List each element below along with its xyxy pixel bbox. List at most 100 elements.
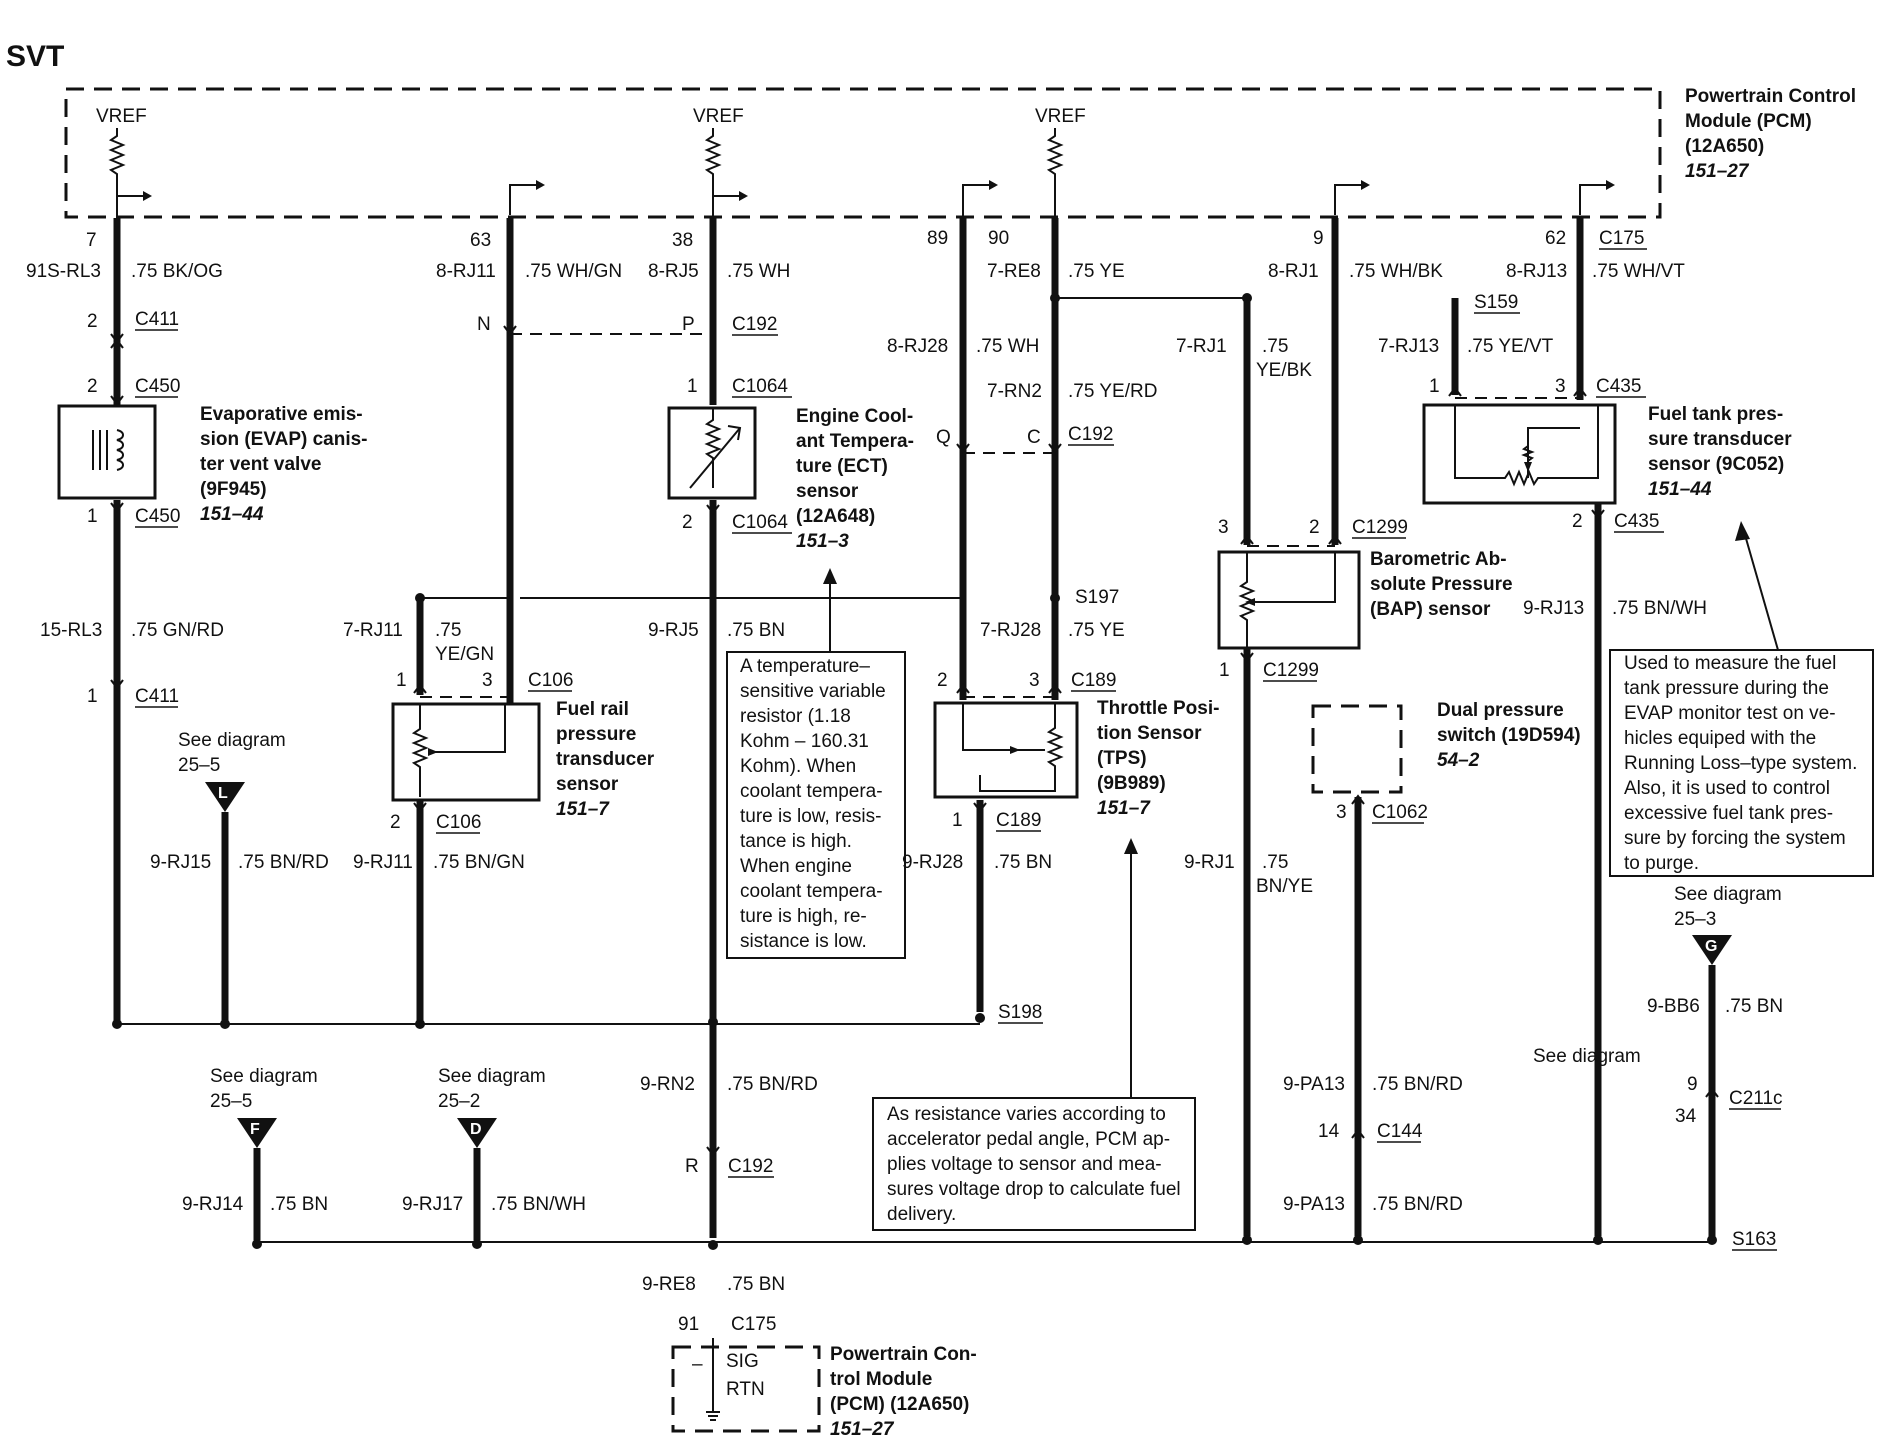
ect-circuit: 8-RJ5 .75 WH P C192 1 C1064 2 C1064 9-RJ… — [520, 218, 963, 1335]
svg-text:.75 WH/BK: .75 WH/BK — [1349, 261, 1443, 282]
svg-text:(BAP) sensor: (BAP) sensor — [1370, 599, 1491, 620]
svg-text:ture is high, re-: ture is high, re- — [740, 906, 867, 927]
svg-text:C192: C192 — [1068, 424, 1113, 445]
svg-text:YE/BK: YE/BK — [1256, 360, 1312, 381]
svg-text:151–44: 151–44 — [200, 504, 264, 525]
svg-text:.75 YE/RD: .75 YE/RD — [1068, 381, 1157, 402]
svg-text:sures voltage drop to calculat: sures voltage drop to calculate fuel — [887, 1179, 1181, 1200]
svg-text:3: 3 — [1555, 376, 1566, 397]
svg-text:VREF: VREF — [96, 106, 147, 127]
pcm-bottom: – SIG RTN Powertrain Con- trol Module (P… — [671, 1338, 977, 1440]
svg-text:sensor: sensor — [556, 774, 619, 795]
svg-text:resistor (1.18: resistor (1.18 — [740, 706, 851, 727]
svg-text:pressure: pressure — [556, 724, 636, 745]
svg-text:25–3: 25–3 — [1674, 909, 1716, 930]
vref-resistor: VREF — [1035, 106, 1086, 224]
svg-text:9-RJ5: 9-RJ5 — [648, 620, 699, 641]
svg-text:.75 BN/GN: .75 BN/GN — [433, 852, 525, 873]
svg-text:151–44: 151–44 — [1648, 479, 1712, 500]
dual-pressure-switch: Dual pressure switch (19D594) 54–2 3 C10… — [1283, 700, 1581, 1245]
svg-text:sure transducer: sure transducer — [1648, 429, 1792, 450]
bap-label: Barometric Ab- solute Pressure (BAP) sen… — [1370, 549, 1513, 620]
ref-L: See diagram 25–5 L 9-RJ15 .75 BN/RD — [150, 730, 329, 1029]
svg-text:63: 63 — [470, 230, 491, 251]
svg-text:7-RJ13: 7-RJ13 — [1378, 336, 1439, 357]
svg-text:transducer: transducer — [556, 749, 655, 770]
svg-text:C144: C144 — [1377, 1121, 1423, 1142]
ref-F: See diagram 25–5 F 9-RJ14 .75 BN — [182, 1066, 328, 1249]
svg-text:.75 BN: .75 BN — [727, 620, 785, 641]
ref-G: See diagram 25–3 G 9-BB6 .75 BN 9 C211c … — [1647, 884, 1783, 1251]
svg-text:7-RJ1: 7-RJ1 — [1176, 336, 1227, 357]
svg-text:C435: C435 — [1596, 376, 1641, 397]
svg-text:1: 1 — [396, 670, 407, 691]
svg-text:S159: S159 — [1474, 292, 1518, 313]
svg-text:Fuel tank pres-: Fuel tank pres- — [1648, 404, 1783, 425]
svg-text:.75 BN: .75 BN — [727, 1274, 785, 1295]
fuel-tank-circuit: 8-RJ13 .75 WH/VT S159 7-RJ13 .75 YE/VT 1… — [1244, 218, 1707, 1245]
svg-text:.75 BN: .75 BN — [270, 1194, 328, 1215]
svg-text:C189: C189 — [1071, 670, 1116, 691]
svg-text:Used to measure the fuel: Used to measure the fuel — [1624, 653, 1836, 674]
svg-text:See diagram: See diagram — [1674, 884, 1782, 905]
svg-text:.75 BN/RD: .75 BN/RD — [238, 852, 329, 873]
svg-text:.75 WH: .75 WH — [976, 336, 1039, 357]
svg-text:.75 BN: .75 BN — [994, 852, 1052, 873]
svg-text:VREF: VREF — [693, 106, 744, 127]
svg-text:8-RJ11: 8-RJ11 — [436, 261, 496, 282]
svg-text:C1064: C1064 — [732, 512, 788, 533]
svg-text:25–5: 25–5 — [178, 755, 220, 776]
svg-text:Barometric Ab-: Barometric Ab- — [1370, 549, 1507, 570]
svg-text:9-RJ17: 9-RJ17 — [402, 1194, 463, 1215]
svg-text:See diagram: See diagram — [210, 1066, 318, 1087]
svg-text:sensitive variable: sensitive variable — [740, 681, 886, 702]
svg-text:excessive fuel tank pres-: excessive fuel tank pres- — [1624, 803, 1833, 824]
ref-D: See diagram 25–2 D 9-RJ17 .75 BN/WH — [402, 1066, 586, 1249]
svg-text:9-RJ11: 9-RJ11 — [353, 852, 413, 873]
svg-text:Q: Q — [936, 427, 951, 448]
svg-text:C450: C450 — [135, 376, 180, 397]
svg-text:2: 2 — [682, 512, 693, 533]
svg-text:91: 91 — [678, 1314, 699, 1335]
svg-text:54–2: 54–2 — [1437, 750, 1480, 771]
svg-text:9-RJ14: 9-RJ14 — [182, 1194, 244, 1215]
svg-text:ant Tempera-: ant Tempera- — [796, 431, 914, 452]
svg-text:90: 90 — [988, 228, 1009, 249]
svg-text:.75 BN/WH: .75 BN/WH — [1612, 598, 1707, 619]
svg-text:9: 9 — [1687, 1074, 1698, 1095]
svg-text:Engine Cool-: Engine Cool- — [796, 406, 913, 427]
svg-text:G: G — [1705, 938, 1717, 955]
svg-text:Running Loss–type system.: Running Loss–type system. — [1624, 753, 1857, 774]
svg-text:Throttle Posi-: Throttle Posi- — [1097, 698, 1219, 719]
svg-text:.75 BN/RD: .75 BN/RD — [1372, 1074, 1463, 1095]
ect-sensor-symbol — [667, 406, 757, 500]
svg-text:S163: S163 — [1732, 1229, 1776, 1250]
svg-text:ture (ECT): ture (ECT) — [796, 456, 888, 477]
svg-text:25–2: 25–2 — [438, 1091, 480, 1112]
svg-text:sure by forcing the system: sure by forcing the system — [1624, 828, 1846, 849]
svg-text:.75 YE/VT: .75 YE/VT — [1467, 336, 1554, 357]
svg-text:C450: C450 — [135, 506, 180, 527]
svg-text:.75: .75 — [1262, 336, 1288, 357]
svg-text:coolant tempera-: coolant tempera- — [740, 881, 883, 902]
svg-text:Kohm). When: Kohm). When — [740, 756, 856, 777]
svg-text:See diagram: See diagram — [178, 730, 286, 751]
svg-text:C175: C175 — [731, 1314, 776, 1335]
svg-text:34: 34 — [1675, 1106, 1697, 1127]
svg-text:N: N — [477, 314, 491, 335]
svg-text:When engine: When engine — [740, 856, 852, 877]
fuel-tank-sensor-symbol — [1422, 403, 1617, 505]
svg-text:Kohm – 160.31: Kohm – 160.31 — [740, 731, 869, 752]
ground-bus — [117, 1023, 1712, 1243]
svg-text:C435: C435 — [1614, 511, 1659, 532]
svg-text:8-RJ1: 8-RJ1 — [1268, 261, 1319, 282]
svg-text:As resistance varies according: As resistance varies according to — [887, 1104, 1166, 1125]
svg-text:9-RN2: 9-RN2 — [640, 1074, 695, 1095]
svg-text:9: 9 — [1313, 228, 1324, 249]
svg-text:1: 1 — [1219, 660, 1230, 681]
svg-text:RTN: RTN — [726, 1379, 765, 1400]
ect-label: Engine Cool- ant Tempera- ture (ECT) sen… — [796, 406, 914, 552]
svg-text:P: P — [682, 314, 695, 335]
svg-text:See diagram: See diagram — [1533, 1046, 1641, 1067]
